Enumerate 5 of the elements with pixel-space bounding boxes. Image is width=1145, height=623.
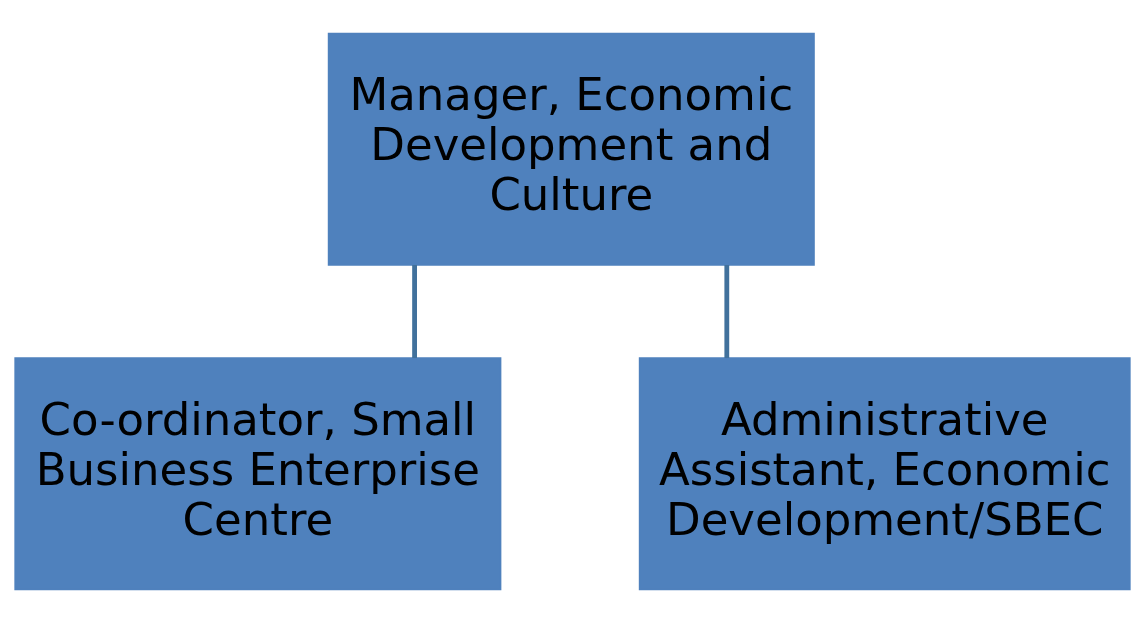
connector	[412, 265, 417, 359]
node-box: Co-ordinator, Small Business Enterprise Centre	[14, 357, 502, 591]
node-box: Administrative Assistant, Economic Development/SBEC	[638, 357, 1131, 591]
connector	[724, 265, 730, 359]
node-box: Manager, Economic Development and Culture	[327, 32, 815, 266]
